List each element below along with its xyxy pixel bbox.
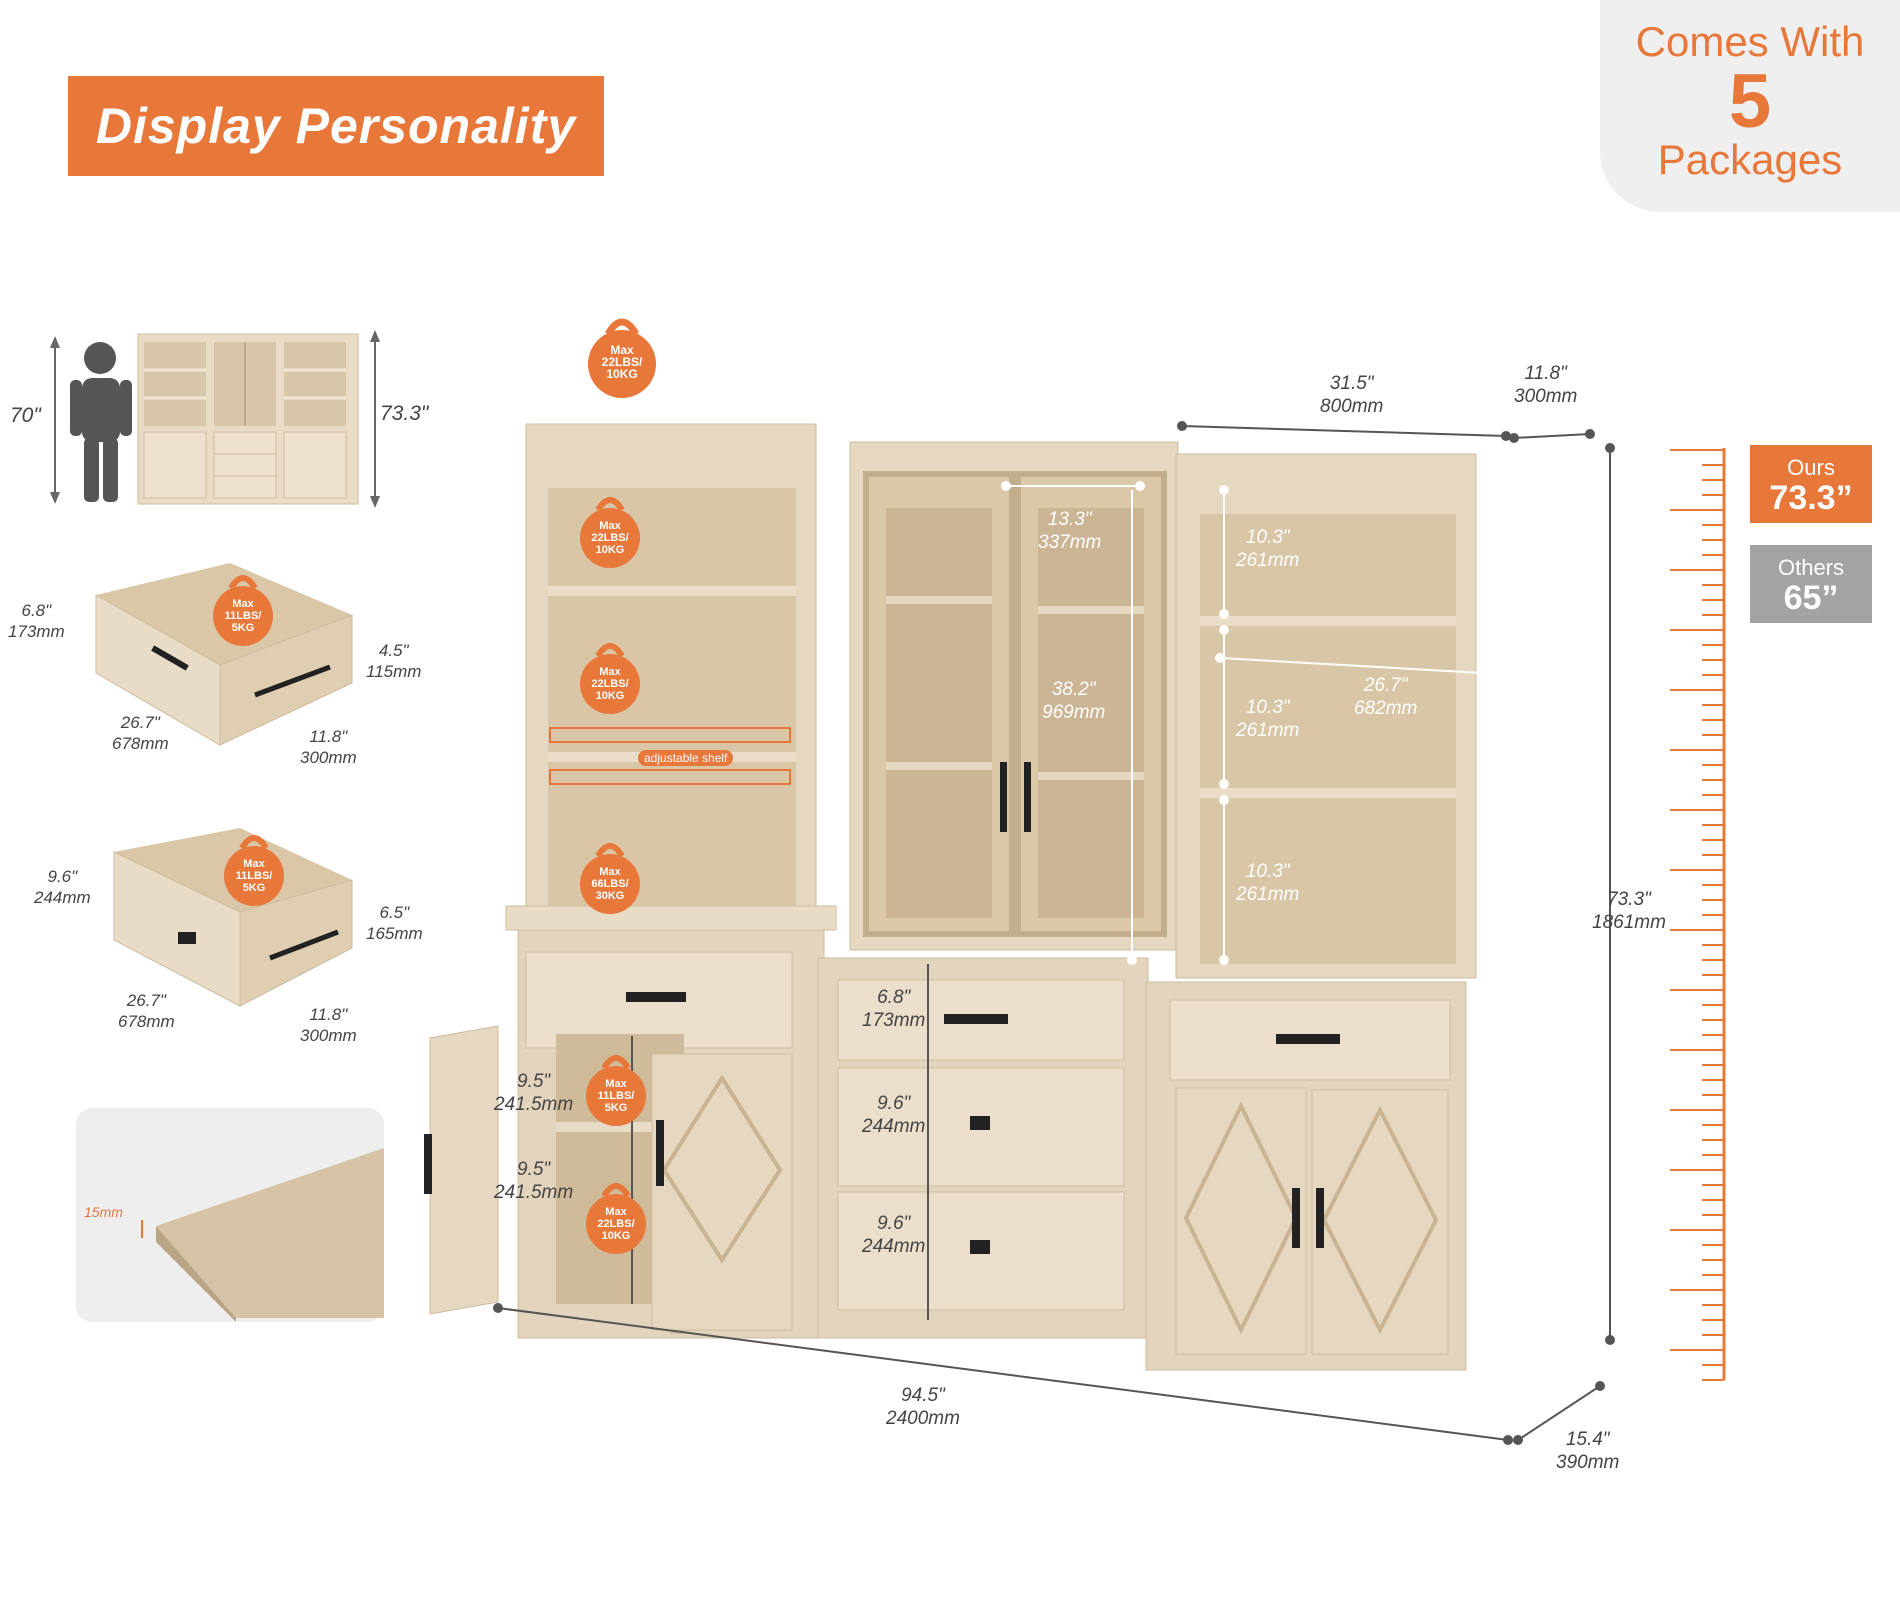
lower-drawer-depth: 6.5"165mm (366, 903, 423, 943)
total-height-label: 73.3"1861mm (1592, 889, 1666, 933)
left-cabinet-gap-1-label: 9.5"241.5mm (494, 1071, 574, 1115)
person-compare-figure (50, 330, 380, 508)
center-drawer-3-label: 9.6"244mm (862, 1213, 926, 1257)
right-gap-2-label: 10.3"261mm (1236, 697, 1300, 741)
top-drawer-width: 26.7"678mm (112, 713, 169, 753)
person-height-label: 70" (10, 404, 41, 427)
person-icon (70, 342, 132, 502)
right-gap-3-label: 10.3"261mm (1236, 861, 1300, 905)
lower-drawer-side: 11.8"300mm (300, 1005, 357, 1045)
base-depth-label: 15.4"390mm (1556, 1429, 1620, 1473)
panel-thickness-card: 15mm (76, 1108, 384, 1322)
top-drawer-height: 6.8"173mm (8, 601, 65, 641)
others-height-badge: Others 65” (1750, 545, 1872, 623)
lower-drawer-width: 26.7"678mm (118, 991, 175, 1031)
hutch-width-label: 31.5"800mm (1320, 373, 1384, 417)
packages-badge: Comes With 5 Packages (1600, 0, 1900, 212)
ours-label: Ours (1787, 455, 1835, 480)
title-banner: Display Personality (68, 76, 604, 176)
others-value: 65” (1783, 579, 1839, 617)
ours-value: 73.3” (1769, 479, 1853, 517)
hutch-depth-label: 11.8"300mm (1514, 363, 1578, 407)
lower-drawer-height: 9.6"244mm (34, 867, 91, 907)
others-label: Others (1777, 555, 1845, 580)
top-drawer-side: 11.8"300mm (300, 727, 357, 767)
center-drawer-1-label: 6.8"173mm (862, 987, 926, 1031)
main-cabinet-figure (424, 421, 1615, 1445)
height-ruler (1670, 448, 1726, 1381)
cabinet-height-label: 73.3" (380, 402, 429, 425)
packages-line1: Comes With (1635, 18, 1865, 65)
packages-line3: Packages (1657, 136, 1843, 183)
page-title: Display Personality (95, 98, 577, 154)
glass-door-width-label: 13.3"337mm (1038, 509, 1102, 553)
adjustable-shelf-label: adjustable shelf (638, 750, 734, 766)
glass-height-label: 38.2"969mm (1042, 679, 1106, 723)
top-drawer-depth: 4.5"115mm (366, 641, 422, 681)
panel-thickness-label: 15mm (84, 1204, 123, 1220)
mini-cabinet-icon (137, 333, 359, 505)
right-shelf-width-label: 26.7"682mm (1354, 675, 1418, 719)
total-width-label: 94.5"2400mm (886, 1385, 960, 1429)
center-drawer-2-label: 9.6"244mm (862, 1093, 926, 1137)
ours-height-badge: Ours 73.3” (1750, 445, 1872, 523)
packages-count: 5 (1728, 59, 1772, 144)
right-gap-1-label: 10.3"261mm (1236, 527, 1300, 571)
left-cabinet-gap-2-label: 9.5"241.5mm (494, 1159, 574, 1203)
